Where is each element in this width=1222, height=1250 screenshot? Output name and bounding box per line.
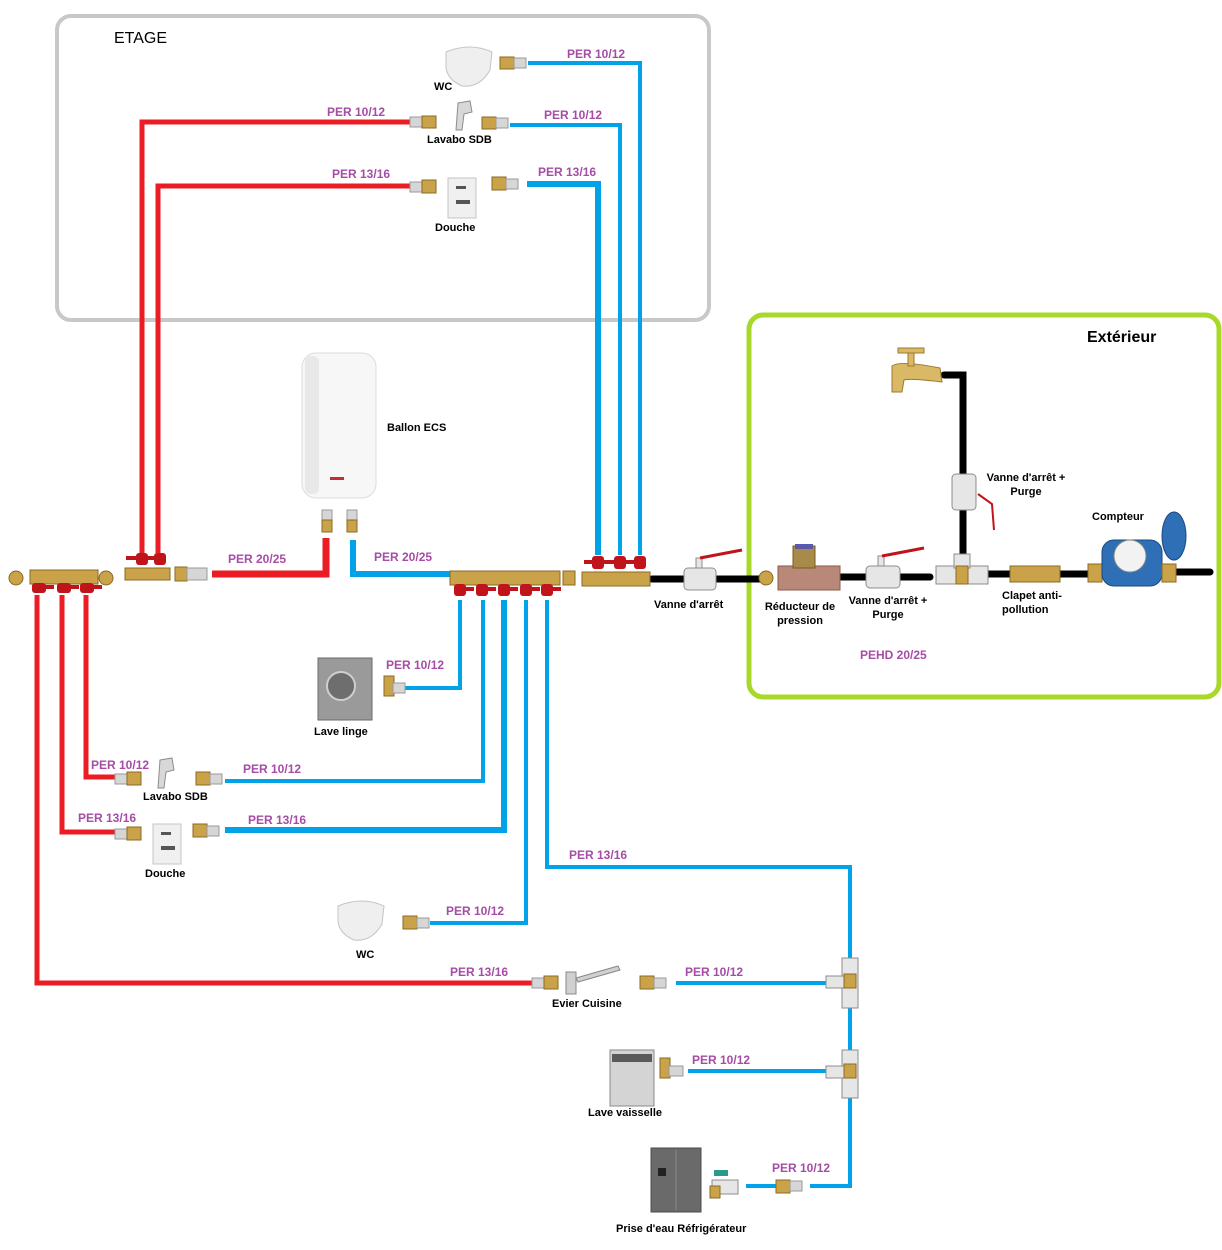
pipe-label-evier-cold: PER 10/12: [685, 965, 744, 979]
pipe-hot-rdc-douche: [59, 595, 115, 835]
clapet-icon: [1009, 565, 1061, 583]
evier-icon: [531, 965, 667, 995]
label-compteur: Compteur: [1092, 511, 1144, 523]
pipe-label-etage-douche-cold: PER 13/16: [538, 165, 597, 179]
label-douche-etage: Douche: [435, 222, 476, 234]
tee-fitting-1: [825, 957, 859, 1009]
label-evier: Evier Cuisine: [552, 998, 622, 1010]
pipe-label-etage-lavabo-cold: PER 10/12: [544, 108, 603, 122]
douche-etage-icon: [409, 176, 519, 219]
pipe-label-douche-rdc-hot: PER 13/16: [78, 811, 137, 825]
pipe-cold-lave-linge: [405, 600, 462, 690]
pipe-label-wc-rdc: PER 10/12: [446, 904, 505, 918]
pipe-label-ballon-hot: PER 20/25: [228, 552, 287, 566]
pipe-hot-rdc-lavabo: [83, 595, 115, 780]
vanne-purge-2-icon: [951, 473, 995, 531]
water-heater: [301, 352, 377, 533]
pipe-cold-etage-douche: [527, 181, 601, 555]
pipe-label-cuisine-branch: PER 13/16: [569, 848, 628, 862]
pipe-hot-etage-douche: [155, 183, 410, 553]
pipe-cold-cuisine-branch-3: [810, 1098, 852, 1188]
pipe-cold-etage-wc: [528, 61, 642, 555]
douche-rdc-icon: [114, 823, 220, 865]
cold-collector-rdc: [449, 570, 576, 596]
label-wc-rdc: WC: [356, 949, 375, 961]
label-reducteur: Réducteur de pression: [764, 601, 836, 627]
pipe-hot-ballon-out: [212, 538, 330, 578]
pipe-label-douche-rdc-cold: PER 13/16: [248, 813, 307, 827]
label-lavabo-etage: Lavabo SDB: [427, 134, 492, 146]
label-lavabo-rdc: Lavabo SDB: [143, 791, 208, 803]
pipe-label-evier-hot: PER 13/16: [450, 965, 509, 979]
robinet-exterieur-icon: [891, 347, 943, 393]
cold-collector-etage: [581, 556, 651, 587]
label-wc-etage: WC: [434, 81, 453, 93]
tee-fitting-2: [825, 1049, 859, 1099]
pipe-label-etage-douche-hot: PER 13/16: [332, 167, 391, 181]
refrigerateur-icon: [650, 1147, 803, 1213]
vanne-purge-1-icon: [865, 546, 925, 589]
pipe-label-lave-vaisselle: PER 10/12: [692, 1053, 751, 1067]
pipe-supply-riser-2: [940, 371, 967, 478]
lavabo-etage-icon: [409, 100, 509, 131]
label-lave-linge: Lave linge: [314, 726, 368, 738]
pipe-cold-wc-rdc: [430, 600, 528, 925]
hot-collector-rdc: [8, 569, 114, 593]
label-vanne-purge-1: Vanne d'arrêt + Purge: [848, 595, 928, 621]
vanne-arret-main-icon: [683, 548, 743, 591]
reducteur-icon: [758, 544, 841, 591]
pipe-cold-ballon-in: [350, 540, 450, 577]
pipe-cold-etage-lavabo: [510, 123, 622, 555]
zone-exterieur-title: Extérieur: [1087, 329, 1157, 346]
pipe-label-lavabo-rdc-hot: PER 10/12: [91, 758, 150, 772]
pipe-cold-rdc-lavabo: [225, 600, 485, 783]
lave-linge-icon: [317, 657, 406, 721]
pipe-label-lavabo-rdc-cold: PER 10/12: [243, 762, 302, 776]
compteur-icon: [1087, 511, 1187, 587]
hot-collector-etage: [124, 553, 208, 582]
pipe-label-exterieur-supply: PEHD 20/25: [860, 648, 927, 662]
zone-exterieur-border: [746, 312, 1222, 700]
pipe-label-refrigerateur: PER 10/12: [772, 1161, 831, 1175]
pipe-label-ballon-cold: PER 20/25: [374, 550, 433, 564]
lave-vaisselle-icon: [609, 1049, 684, 1107]
pipe-label-etage-wc-cold: PER 10/12: [567, 47, 626, 61]
pipe-cold-cuisine-branch: [545, 600, 852, 958]
label-lave-vaisselle: Lave vaisselle: [588, 1107, 663, 1119]
label-vanne-purge-2: Vanne d'arrêt + Purge: [986, 472, 1066, 498]
label-douche-rdc: Douche: [145, 868, 186, 880]
wc-rdc-icon: [337, 900, 430, 941]
tee-exterieur-icon: [935, 553, 989, 585]
wc-etage-icon: [445, 46, 527, 87]
label-ballon: Ballon ECS: [387, 422, 447, 434]
pipe-hot-etage-lavabo: [139, 119, 410, 553]
label-vanne-arret-main: Vanne d'arrêt: [654, 599, 724, 611]
lavabo-rdc-icon: [114, 757, 223, 789]
pipe-hot-evier: [34, 595, 532, 986]
label-clapet: Clapet anti-pollution: [1002, 590, 1062, 616]
label-refrigerateur: Prise d'eau Réfrigérateur: [616, 1223, 747, 1235]
pipe-label-etage-lavabo-hot: PER 10/12: [327, 105, 386, 119]
pipe-label-lave-linge: PER 10/12: [386, 658, 445, 672]
zone-etage-title: ETAGE: [114, 30, 168, 47]
pipe-cold-rdc-douche: [225, 600, 507, 833]
zone-etage-border: [55, 14, 711, 322]
